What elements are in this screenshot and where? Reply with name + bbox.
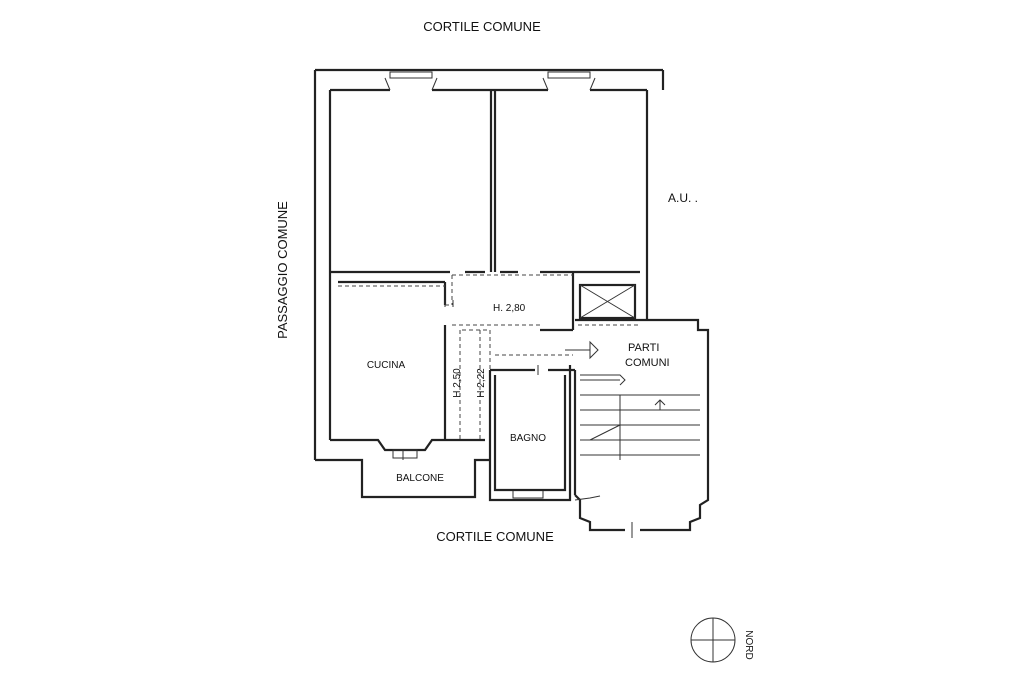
height-222-label: H 2,22 [476, 368, 487, 398]
cortile-top-label: CORTILE COMUNE [423, 19, 541, 34]
cortile-bottom-label: CORTILE COMUNE [436, 529, 554, 544]
balcone-label: BALCONE [396, 473, 444, 484]
north-compass [690, 617, 736, 663]
structural-marks [402, 300, 633, 538]
windows [384, 71, 596, 499]
passaggio-label: PASSAGGIO COMUNE [275, 201, 290, 339]
height-250-label: H 2,50 [452, 368, 463, 398]
au-label: A.U. . [668, 191, 698, 205]
nord-label: NORD [743, 630, 754, 659]
lift-shaft [578, 283, 637, 320]
door-symbol [565, 340, 599, 360]
outer-walls [313, 68, 665, 499]
parti-label: PARTI [628, 342, 659, 354]
stairs [580, 374, 700, 460]
cucina-label: CUCINA [367, 360, 406, 371]
comuni-label: COMUNI [625, 357, 670, 369]
dashed-lines [338, 274, 640, 440]
bagno-label: BAGNO [510, 433, 546, 444]
height-280-label: H. 2,80 [493, 303, 526, 314]
